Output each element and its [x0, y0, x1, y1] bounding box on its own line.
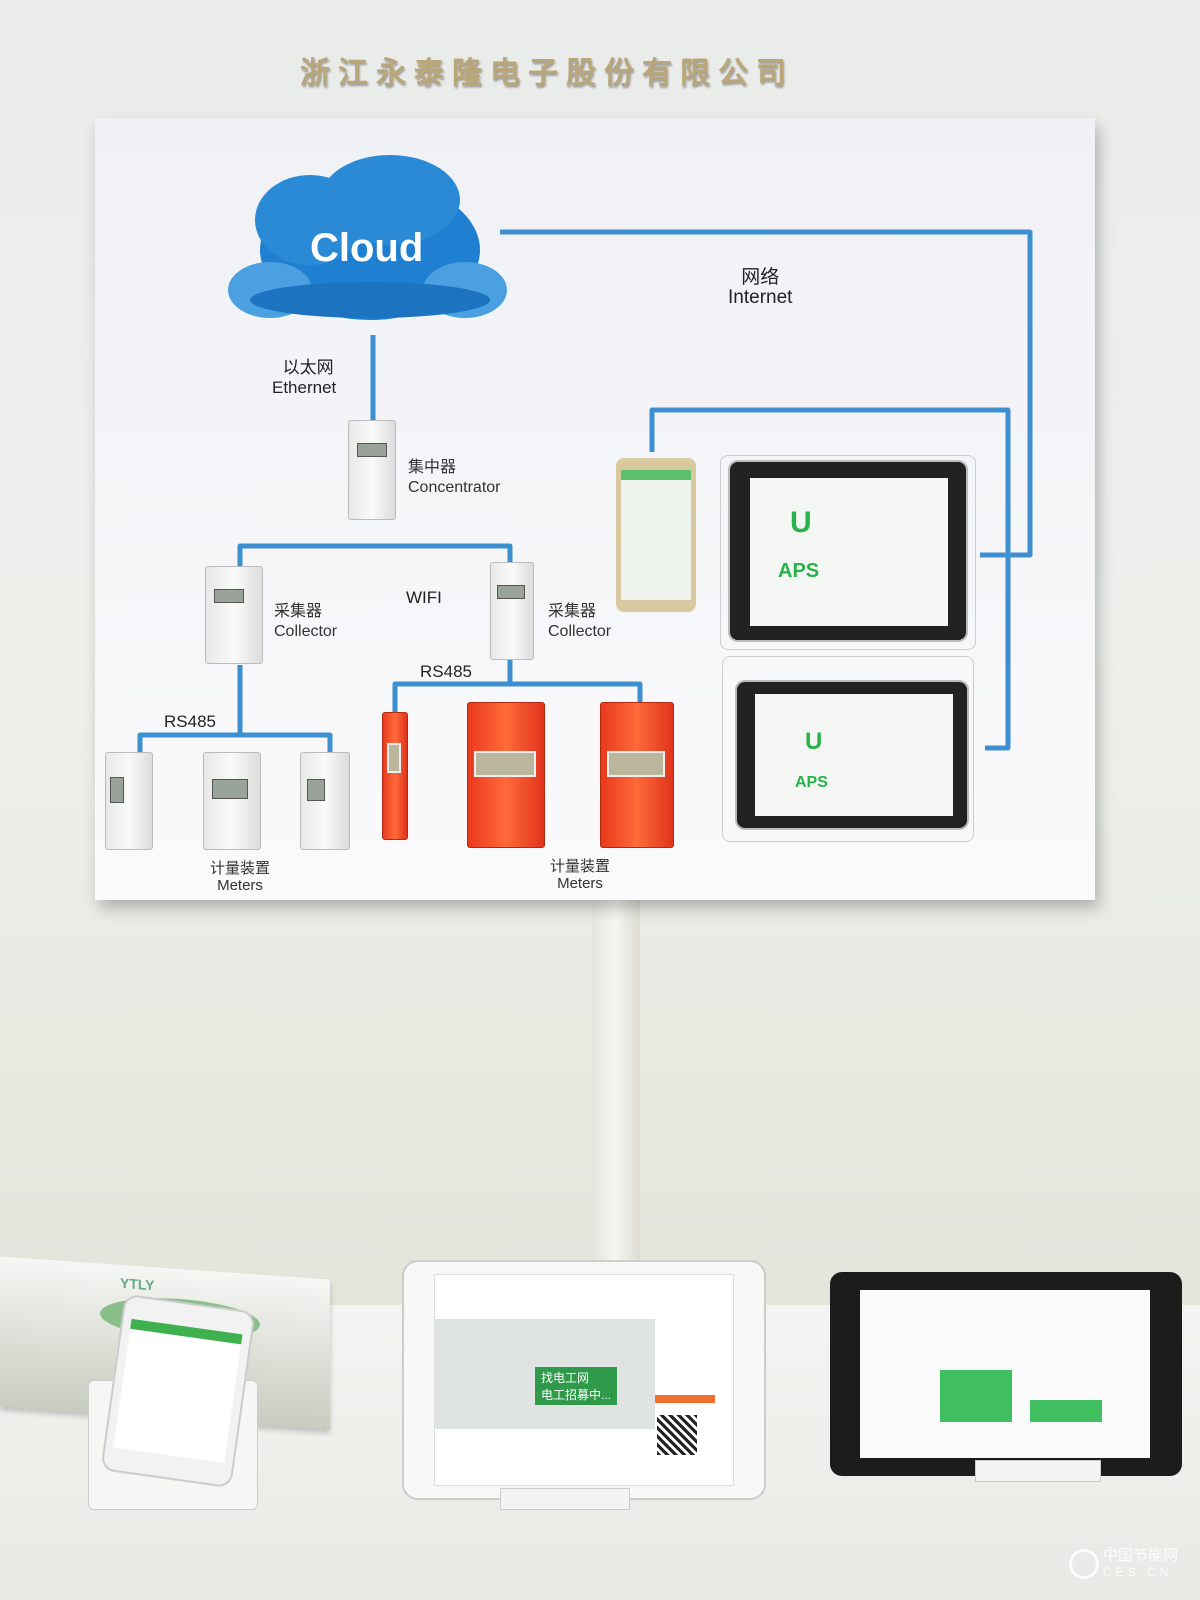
collector1-cn: 采集器	[274, 603, 323, 620]
chart-bar	[940, 1370, 1012, 1422]
shelf-windows-tablet	[830, 1272, 1182, 1476]
red-meter-device	[600, 702, 674, 848]
meters1-cn: 计量装置	[210, 860, 271, 877]
board-smartphone	[616, 458, 696, 612]
ethernet-en: Ethernet	[272, 378, 337, 397]
rs485-left-label: RS485	[164, 712, 216, 731]
company-sign: 浙江永泰隆电子股份有限公司	[300, 56, 794, 91]
concentrator-en: Concentrator	[408, 479, 501, 496]
banner-line2: 电工招募中...	[541, 1388, 612, 1402]
phone-screen	[113, 1318, 243, 1464]
meter-device	[203, 752, 261, 850]
watermark-cn: 中国节能网	[1102, 1547, 1178, 1564]
collector-device-2	[490, 562, 534, 660]
meter-device	[300, 752, 350, 850]
ipad-screen: 找电工网电工招募中...	[434, 1274, 734, 1486]
watermark-en: CES.CN	[1102, 1565, 1173, 1579]
app-logo-aps: APS	[795, 774, 828, 791]
app-logo-u: U	[805, 728, 823, 755]
tablet-chart-screen	[860, 1290, 1150, 1458]
tablet-stand	[975, 1460, 1101, 1482]
collector-device-1	[205, 566, 263, 664]
meters2-cn: 计量装置	[550, 858, 611, 875]
collector1-en: Collector	[274, 623, 338, 640]
board-tablet-1: U APS	[728, 460, 968, 642]
board-tablet-2: U APS	[735, 680, 969, 830]
meters1-en: Meters	[217, 877, 263, 894]
wifi-label: WIFI	[406, 588, 442, 607]
tablet-screen: U APS	[750, 478, 948, 626]
cloud-label: Cloud	[310, 226, 424, 270]
collector2-cn: 采集器	[548, 603, 597, 620]
watermark-logo-icon	[1068, 1549, 1099, 1579]
shelf-smartphone	[100, 1293, 256, 1489]
ethernet-cn: 以太网	[282, 358, 334, 377]
ipad-stand	[500, 1488, 630, 1510]
brochure-brand: YTLY	[120, 1274, 155, 1294]
red-meter-device	[382, 712, 408, 840]
internet-cn: 网络	[741, 267, 780, 288]
qr-code	[657, 1415, 697, 1455]
banner-line1: 找电工网	[541, 1371, 590, 1385]
concentrator-label: 集中器 Concentrator	[408, 458, 501, 498]
red-meter-device	[467, 702, 545, 848]
concentrator-cn: 集中器	[408, 459, 457, 476]
ipad-banner: 找电工网电工招募中...	[535, 1367, 618, 1405]
collector-label-2: 采集器 Collector	[548, 602, 611, 642]
app-logo-aps: APS	[778, 560, 820, 582]
phone-screen	[621, 470, 691, 600]
chart-bar	[1030, 1400, 1102, 1422]
collector2-en: Collector	[548, 623, 612, 640]
rs485-right-label: RS485	[420, 662, 472, 681]
collector-label-1: 采集器 Collector	[274, 602, 337, 642]
meter-device	[105, 752, 153, 850]
meters2-en: Meters	[557, 875, 603, 892]
shelf-ipad: 找电工网电工招募中...	[402, 1260, 766, 1500]
display-pole	[592, 900, 640, 1270]
internet-en: Internet	[728, 287, 793, 308]
tablet-screen: U APS	[755, 694, 953, 816]
app-logo-u: U	[790, 506, 812, 539]
concentrator-device	[348, 420, 396, 520]
